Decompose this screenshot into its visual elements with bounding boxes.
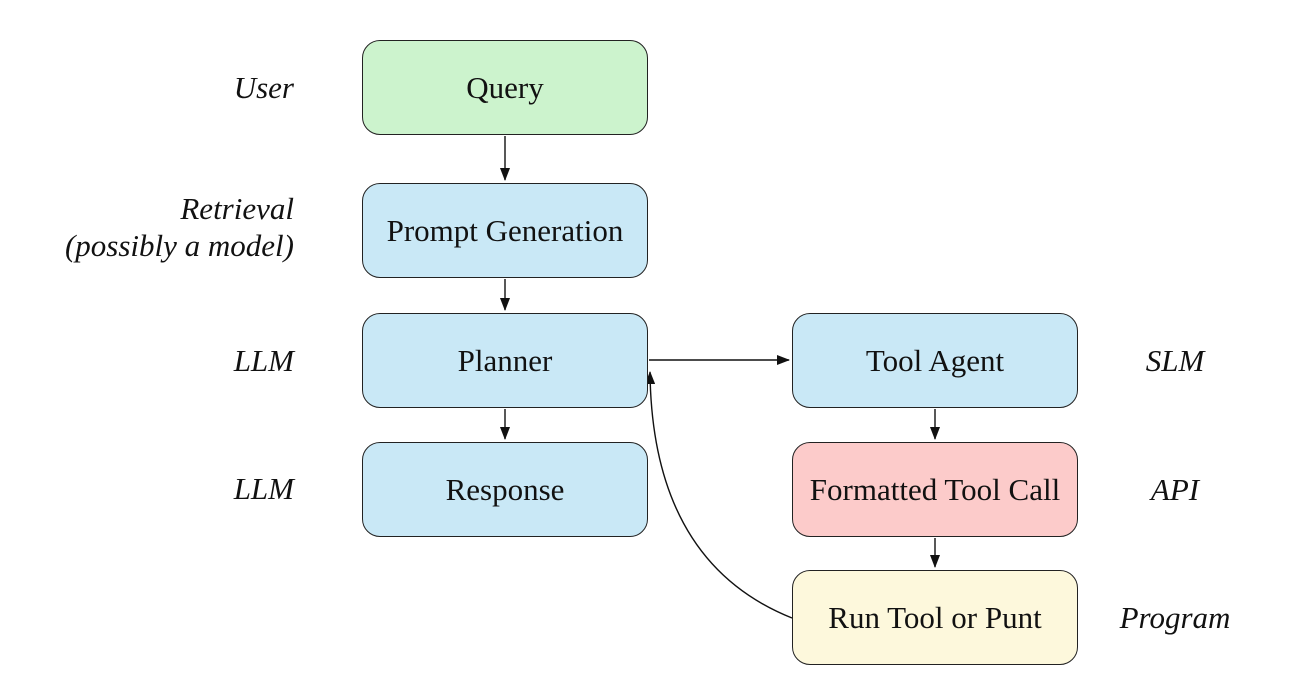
node-prompt-generation-label: Prompt Generation [386, 213, 624, 248]
node-formatted-tool-call-label: Formatted Tool Call [809, 472, 1061, 507]
node-formatted-tool-call: Formatted Tool Call [792, 442, 1078, 537]
annotation-program-label: Program [1119, 600, 1231, 635]
annotation-slm-label: SLM [1145, 343, 1205, 378]
annotation-llm-planner-label: LLM [233, 343, 294, 378]
node-tool-agent: Tool Agent [792, 313, 1078, 408]
node-query: Query [362, 40, 648, 135]
annotation-program: Program [1075, 599, 1275, 636]
annotation-slm: SLM [1075, 342, 1275, 379]
annotation-llm-planner: LLM [234, 342, 294, 379]
node-query-label: Query [466, 70, 544, 105]
annotation-api: API [1075, 471, 1275, 508]
node-response-label: Response [445, 472, 565, 507]
node-planner-label: Planner [457, 343, 553, 378]
annotation-user-label: User [233, 70, 294, 105]
node-run-tool-or-punt: Run Tool or Punt [792, 570, 1078, 665]
node-planner: Planner [362, 313, 648, 408]
node-prompt-generation: Prompt Generation [362, 183, 648, 278]
node-response: Response [362, 442, 648, 537]
annotation-llm-response: LLM [234, 470, 294, 507]
annotation-api-label: API [1150, 472, 1200, 507]
node-tool-agent-label: Tool Agent [865, 343, 1005, 378]
arrow-run-tool-back-to-planner [645, 371, 793, 619]
annotation-retrieval: Retrieval (possibly a model) [65, 190, 294, 264]
annotation-user: User [234, 69, 294, 106]
annotation-retrieval-line2: (possibly a model) [64, 228, 294, 263]
annotation-retrieval-line1: Retrieval [180, 191, 294, 226]
annotation-llm-response-label: LLM [233, 471, 294, 506]
node-run-tool-or-punt-label: Run Tool or Punt [828, 600, 1042, 635]
